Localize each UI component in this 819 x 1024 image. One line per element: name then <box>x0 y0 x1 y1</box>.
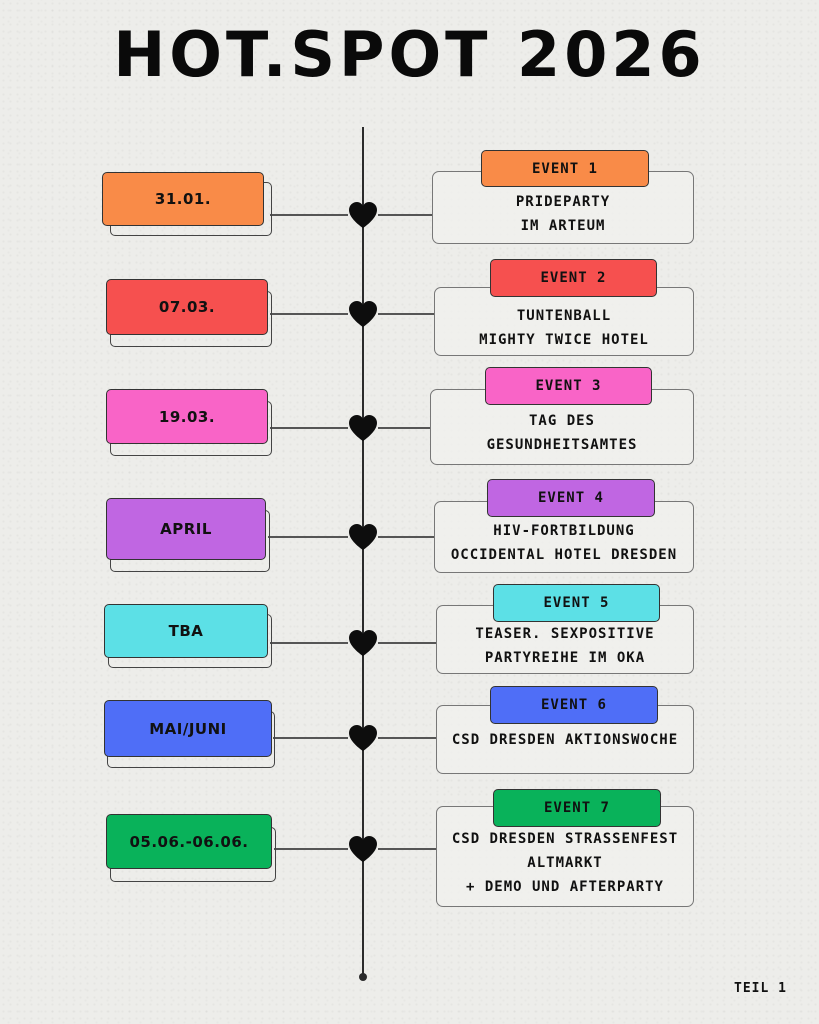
timeline-spine <box>362 127 364 977</box>
page-footer: TEIL 1 <box>734 981 787 996</box>
heart-icon <box>349 301 377 327</box>
event-number-badge: EVENT 1 <box>481 150 649 187</box>
event-detail-line: HIV-FORTBILDUNG <box>493 523 635 539</box>
event-date: 19.03. <box>106 389 268 444</box>
timeline-connector-left <box>270 313 348 315</box>
timeline-connector-right <box>378 313 434 315</box>
event-number-badge: EVENT 4 <box>487 479 655 517</box>
event-details: PRIDEPARTY IM ARTEUM <box>432 171 694 244</box>
heart-icon <box>349 725 377 751</box>
event-detail-line: CSD DRESDEN AKTIONSWOCHE <box>451 731 679 748</box>
heart-icon <box>349 415 377 441</box>
event-detail-line: TAG DES <box>528 413 595 429</box>
event-date: 07.03. <box>106 279 268 335</box>
event-detail-line: IM ARTEUM <box>520 217 606 234</box>
event-detail-line: OCCIDENTAL HOTEL DRESDEN <box>450 547 678 563</box>
event-details: TUNTENBALL MIGHTY TWICE HOTEL <box>434 287 694 356</box>
event-detail-line: TEASER. SEXPOSITIVE <box>475 625 655 642</box>
event-detail-line: PARTYREIHE IM OKA <box>484 649 646 666</box>
event-number-badge: EVENT 5 <box>493 584 660 622</box>
timeline-connector-right <box>378 536 434 538</box>
event-number-badge: EVENT 3 <box>485 367 652 405</box>
event-date: MAI/JUNI <box>104 700 272 757</box>
timeline-connector-left <box>273 737 348 739</box>
event-number-badge: EVENT 7 <box>493 789 661 827</box>
heart-icon <box>349 630 377 656</box>
timeline-connector-left <box>270 427 348 429</box>
timeline-connector-left <box>268 536 348 538</box>
timeline-connector-left <box>270 214 348 216</box>
event-detail-line: + DEMO UND AFTERPARTY <box>465 878 664 895</box>
page-title: HOT.SPOT 2026 <box>113 18 706 91</box>
event-number-badge: EVENT 6 <box>490 686 658 724</box>
event-date: TBA <box>104 604 268 658</box>
event-detail-line: GESUNDHEITSAMTES <box>486 437 638 453</box>
timeline-connector-right <box>378 737 436 739</box>
event-detail-line: PRIDEPARTY <box>515 193 611 210</box>
event-detail-line: CSD DRESDEN STRAßENFEST <box>451 830 679 847</box>
event-detail-line: MIGHTY TWICE HOTEL <box>479 331 649 348</box>
event-detail-line: TUNTENBALL <box>516 307 612 324</box>
event-date: APRIL <box>106 498 266 560</box>
event-detail-line: ALTMARKT <box>527 854 603 871</box>
heart-icon <box>349 836 377 862</box>
heart-icon <box>349 202 377 228</box>
event-date: 05.06.-06.06. <box>106 814 272 869</box>
event-number-badge: EVENT 2 <box>490 259 657 297</box>
timeline-end-dot <box>359 973 367 981</box>
timeline-connector-right <box>378 642 436 644</box>
event-date: 31.01. <box>102 172 264 226</box>
timeline-connector-left <box>274 848 348 850</box>
timeline-connector-right <box>378 427 430 429</box>
timeline-connector-right <box>378 214 432 216</box>
timeline-connector-right <box>378 848 436 850</box>
heart-icon <box>349 524 377 550</box>
timeline-connector-left <box>270 642 348 644</box>
